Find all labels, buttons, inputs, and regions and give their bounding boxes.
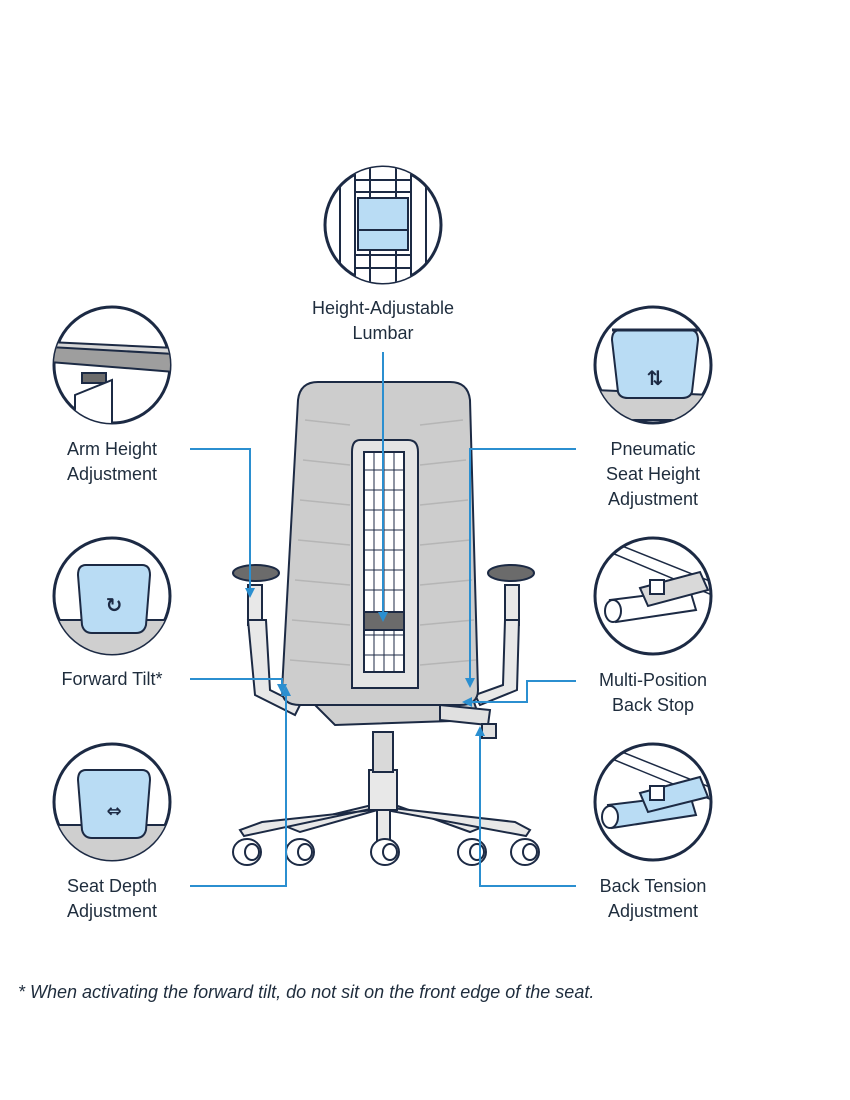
back-stop-label: Multi-Position Back Stop <box>598 670 708 715</box>
seat-depth-detail-icon: ⇔ <box>52 742 172 862</box>
backrest-slats <box>289 419 477 666</box>
chair-illustration <box>232 381 540 866</box>
arm-height-label: Arm Height Adjustment <box>66 439 158 484</box>
back-stop-leader <box>465 680 576 703</box>
forward-tilt-detail-icon: ↻ <box>52 536 172 656</box>
gas-cylinder <box>372 731 394 773</box>
seat-height-detail-icon: ⇅ <box>593 305 713 425</box>
forward-tilt-label: Forward Tilt* <box>61 669 163 689</box>
svg-text:↻: ↻ <box>106 593 123 617</box>
back-stop-detail-icon <box>593 536 713 656</box>
svg-text:⇔: ⇔ <box>106 801 121 822</box>
forward-tilt-footnote: * When activating the forward tilt, do n… <box>18 982 595 1002</box>
back-tension-leader <box>479 730 576 887</box>
arm-height-detail-icon <box>52 305 172 425</box>
chair-base <box>238 769 532 847</box>
lumbar-label: Height-Adjustable Lumbar <box>311 298 455 343</box>
seat-height-label: Pneumatic Seat Height Adjustment <box>605 439 701 509</box>
seat-depth-leader <box>190 690 287 887</box>
back-tension-detail-icon <box>593 742 713 862</box>
back-tension-label: Back Tension Adjustment <box>599 876 707 921</box>
lumbar-detail-icon <box>323 165 443 285</box>
leader-arrowheads <box>245 588 485 736</box>
seat-depth-label: Seat Depth Adjustment <box>66 876 158 921</box>
svg-text:⇅: ⇅ <box>647 366 664 390</box>
casters <box>232 838 540 866</box>
seat-height-leader <box>469 448 576 685</box>
arm-height-leader <box>190 448 251 595</box>
leader-lines <box>190 352 576 887</box>
